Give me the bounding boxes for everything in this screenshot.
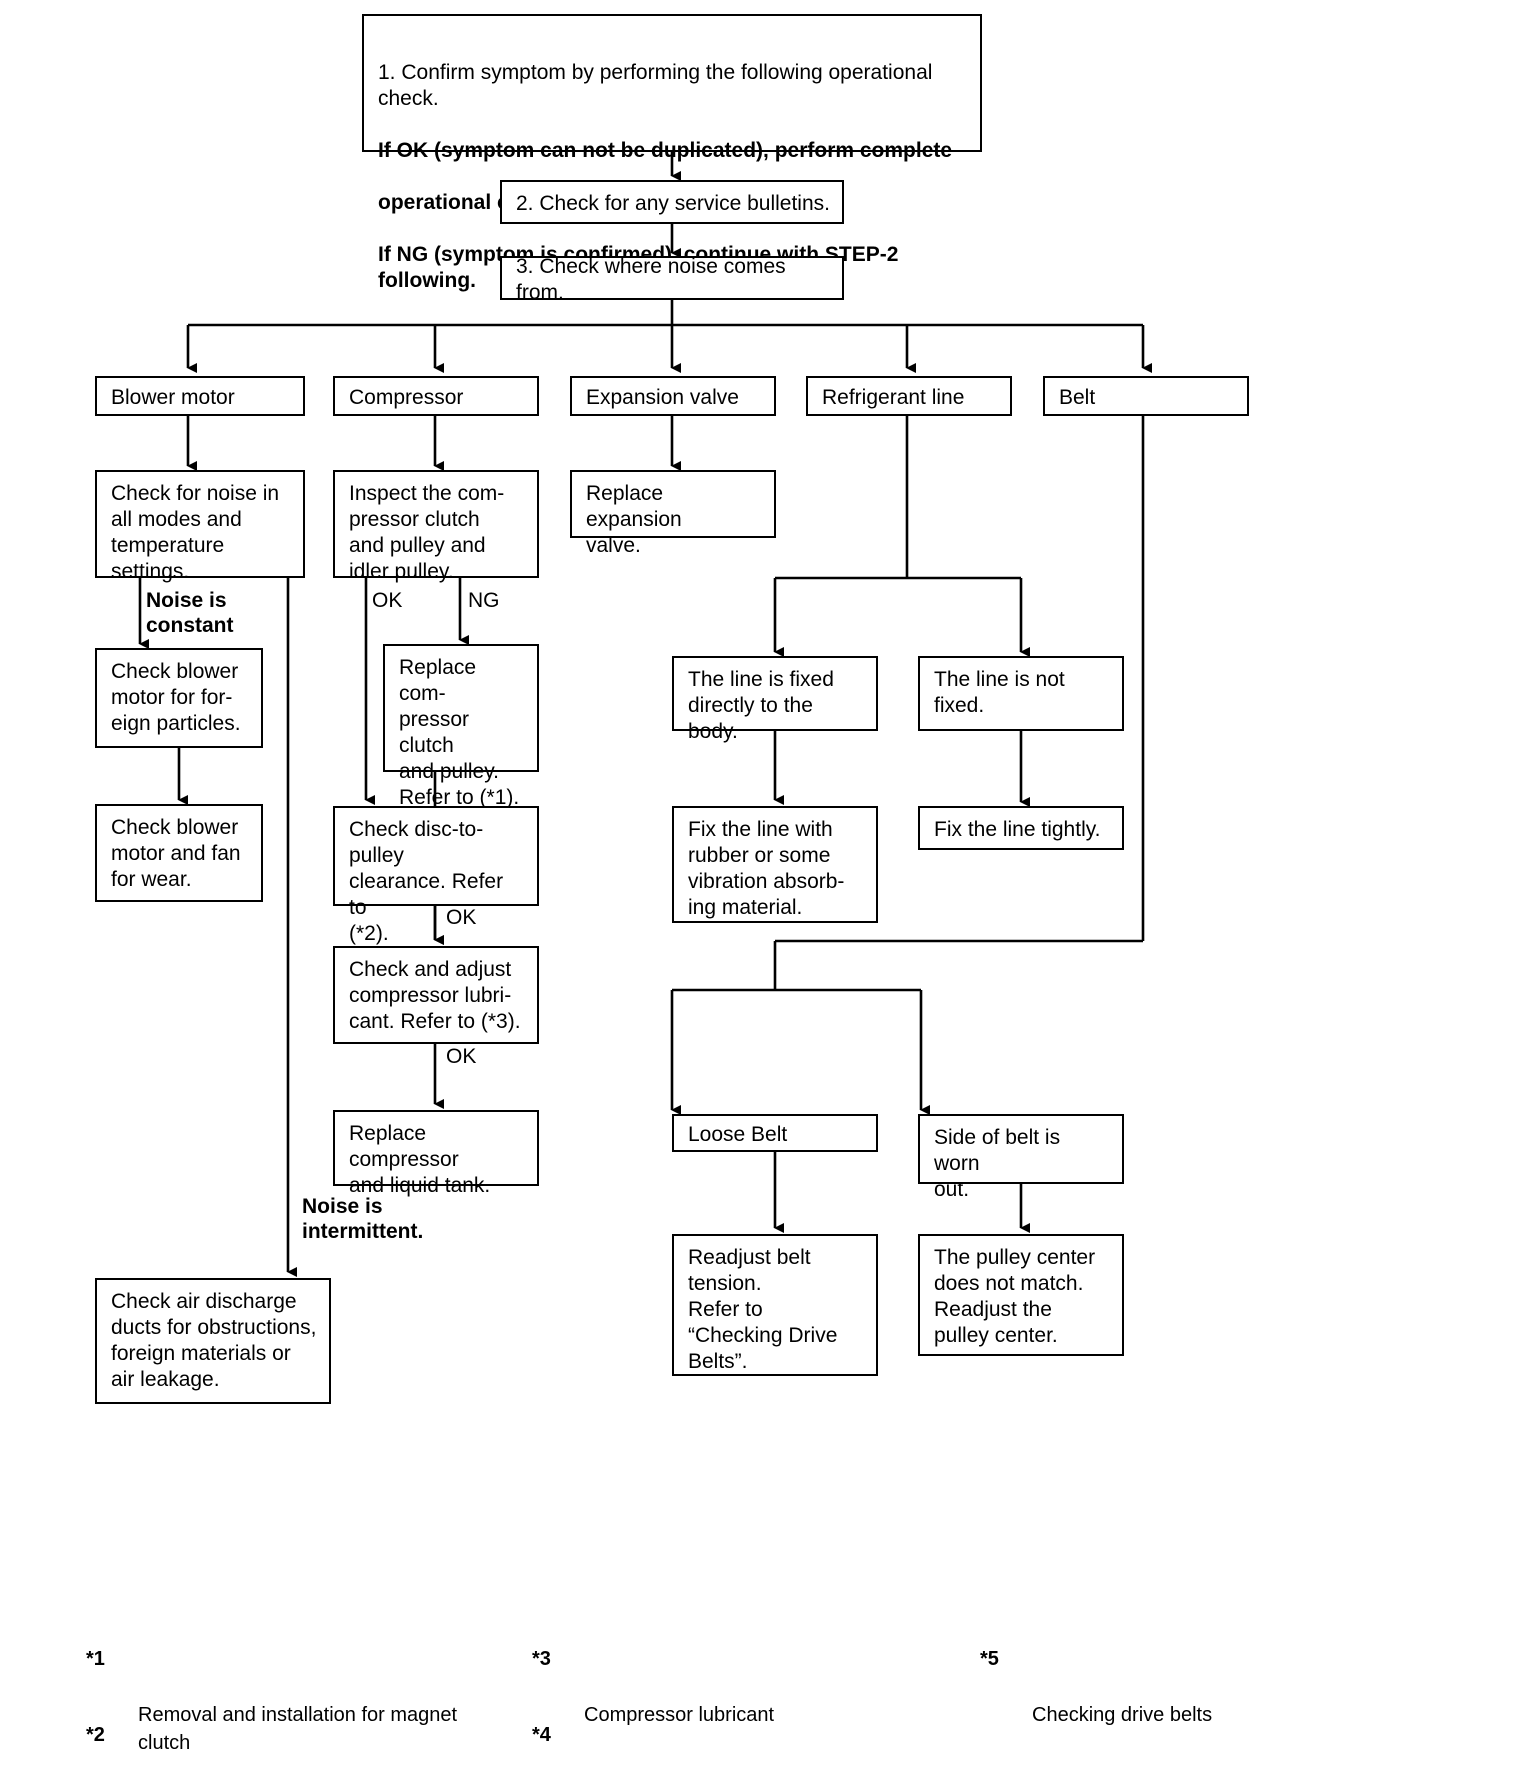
footnote-3-key: *3 [532,1648,551,1670]
compressor-check-clearance-box: Check disc-to-pulley clearance. Refer to… [333,806,539,945]
blower-check-noise-box: Check for noise in all modes and tempera… [95,470,305,583]
footnote-3: *3 Compressor lubricant [532,1645,872,1757]
compressor-check-lubricant-box: Check and adjust compressor lubri- cant.… [333,946,539,1044]
step-2-box: 2. Check for any service bulletins. [500,180,844,224]
edge-label-noise-intermittent: Noise is intermittent. [302,1195,424,1243]
footnote-4: *4 Operational check [532,1721,872,1782]
edge-label-clearance-ok: OK [446,906,477,929]
footnote-1-key: *1 [86,1648,105,1670]
footnote-1: *1 Removal and installation for magnet c… [86,1645,486,1782]
footnote-5-key: *5 [980,1648,999,1670]
blower-check-foreign-particles-box: Check blower motor for for- eign particl… [95,648,263,748]
compressor-inspect-box: Inspect the com- pressor clutch and pull… [333,470,539,583]
branch-refrigerant-line: Refrigerant line [806,376,1012,416]
blower-check-ducts-box: Check air discharge ducts for obstructio… [95,1278,331,1404]
footnote-3-text: Compressor lubricant [584,1704,775,1726]
footnote-4-key: *4 [532,1724,551,1746]
edge-label-lubricant-ok: OK [446,1045,477,1068]
refrigerant-fix-tightly-box: Fix the line tightly. [918,806,1124,850]
branch-belt: Belt [1043,376,1249,416]
step-3-box: 3. Check where noise comes from. [500,255,844,304]
compressor-replace-clutch-box: Replace com- pressor clutch and pulley. … [383,644,539,809]
compressor-replace-box: Replace compressor and liquid tank. [333,1110,539,1197]
refrigerant-line-not-fixed-box: The line is not fixed. [918,656,1124,731]
footnote-4-text: Operational check [584,1777,872,1782]
footnote-2: *2 Magnet clutch installation [86,1721,486,1782]
branch-compressor: Compressor [333,376,539,416]
footnote-5-text: Checking drive belts [1032,1704,1213,1726]
edge-label-noise-constant: Noise is constant [146,589,234,637]
belt-readjust-tension-box: Readjust belt tension. Refer to “Checkin… [672,1234,878,1376]
expansion-replace-valve-box: Replace expansion valve. [570,470,776,557]
step-1-line-2: If OK (symptom can not be duplicated), p… [378,139,953,162]
branch-blower-motor: Blower motor [95,376,305,416]
blower-check-wear-box: Check blower motor and fan for wear. [95,804,263,902]
step-1-line-1: 1. Confirm symptom by performing the fol… [378,61,933,110]
footnote-1-text: Removal and installation for magnet clut… [138,1704,458,1754]
footnote-2-text: Magnet clutch installation [138,1777,486,1782]
edge-label-compressor-ok: OK [372,589,403,612]
footnote-5: *5 Checking drive belts [980,1645,1320,1757]
branch-expansion-valve: Expansion valve [570,376,776,416]
step-1-box: 1. Confirm symptom by performing the fol… [362,14,982,292]
belt-pulley-center-box: The pulley center does not match. Readju… [918,1234,1124,1356]
belt-loose-box: Loose Belt [672,1114,878,1152]
refrigerant-line-fixed-box: The line is fixed directly to the body. [672,656,878,743]
belt-side-worn-box: Side of belt is worn out. [918,1114,1124,1201]
footnote-2-key: *2 [86,1724,105,1746]
refrigerant-fix-rubber-box: Fix the line with rubber or some vibrati… [672,806,878,923]
edge-label-compressor-ng: NG [468,589,500,612]
